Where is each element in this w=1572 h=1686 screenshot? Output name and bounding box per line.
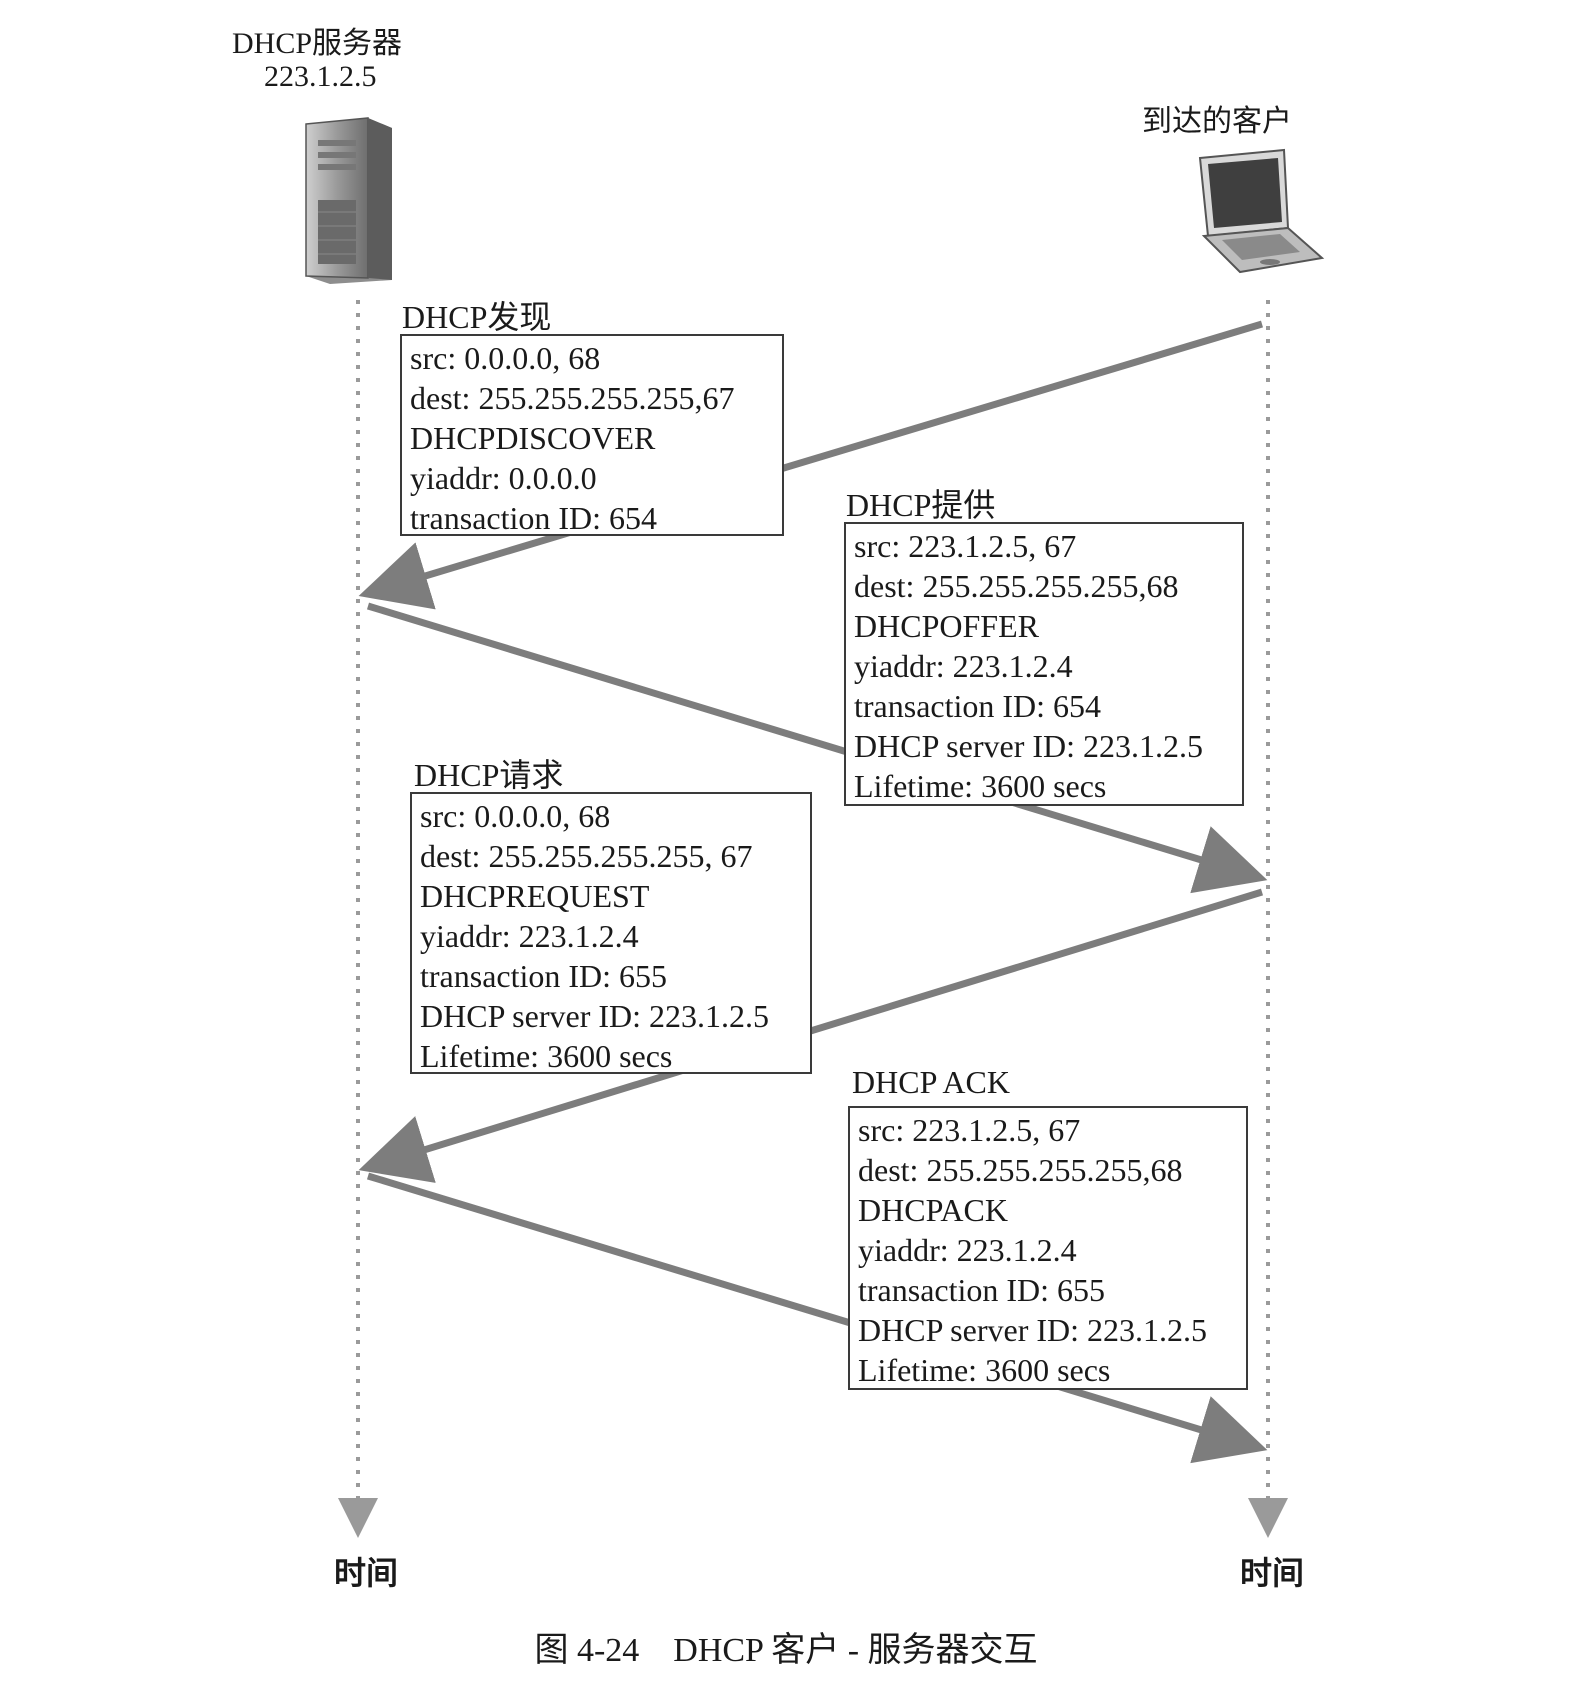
ack-line: DHCP server ID: 223.1.2.5 [858,1312,1207,1348]
client-time-label: 时间 [1239,1555,1304,1591]
request-line: transaction ID: 655 [420,958,668,994]
ack-line: transaction ID: 655 [858,1272,1106,1308]
request-line: Lifetime: 3600 secs [420,1038,673,1074]
ack-box: src: 223.1.2.5, 67 dest: 255.255.255.255… [848,1106,1248,1390]
ack-line: dest: 255.255.255.255,68 [858,1152,1183,1188]
server-time-label: 时间 [333,1555,398,1591]
offer-line: src: 223.1.2.5, 67 [854,528,1077,564]
request-title: DHCP请求 [414,757,564,793]
laptop-icon [1198,148,1325,274]
discover-line: yiaddr: 0.0.0.0 [410,460,597,496]
offer-line: DHCPOFFER [854,608,1039,644]
ack-line: DHCPACK [858,1192,1008,1228]
discover-line: dest: 255.255.255.255,67 [410,380,735,416]
offer-title: DHCP提供 [846,487,996,523]
discover-title: DHCP发现 [402,299,552,335]
arrow-dhcp-offer [366,602,1268,894]
offer-box: src: 223.1.2.5, 67 dest: 255.255.255.255… [844,522,1244,806]
server-name: DHCP服务器 [232,27,403,60]
request-line: dest: 255.255.255.255, 67 [420,838,753,874]
arrow-dhcp-ack [366,1172,1268,1464]
arrow-dhcp-discover [358,320,1264,610]
request-line: DHCP server ID: 223.1.2.5 [420,998,769,1034]
offer-line: Lifetime: 3600 secs [854,768,1107,804]
ack-line: Lifetime: 3600 secs [858,1352,1111,1388]
discover-line: src: 0.0.0.0, 68 [410,340,601,376]
server-ip: 223.1.2.5 [264,60,377,93]
request-line: src: 0.0.0.0, 68 [420,798,611,834]
discover-box: src: 0.0.0.0, 68 dest: 255.255.255.255,6… [400,334,784,536]
server-tower-icon [305,117,392,284]
offer-line: yiaddr: 223.1.2.4 [854,648,1073,684]
discover-line: DHCPDISCOVER [410,420,656,456]
ack-title: DHCP ACK [852,1064,1010,1100]
figure-caption: 图 4-24 DHCP 客户 - 服务器交互 [534,1632,1038,1669]
offer-line: DHCP server ID: 223.1.2.5 [854,728,1203,764]
offer-line: dest: 255.255.255.255,68 [854,568,1179,604]
request-line: yiaddr: 223.1.2.4 [420,918,639,954]
ack-line: src: 223.1.2.5, 67 [858,1112,1081,1148]
request-line: DHCPREQUEST [420,878,650,914]
offer-line: transaction ID: 654 [854,688,1102,724]
client-name: 到达的客户 [1142,105,1292,138]
ack-line: yiaddr: 223.1.2.4 [858,1232,1077,1268]
discover-line: transaction ID: 654 [410,500,658,536]
arrow-dhcp-request [358,888,1264,1183]
request-box: src: 0.0.0.0, 68 dest: 255.255.255.255, … [410,792,812,1074]
